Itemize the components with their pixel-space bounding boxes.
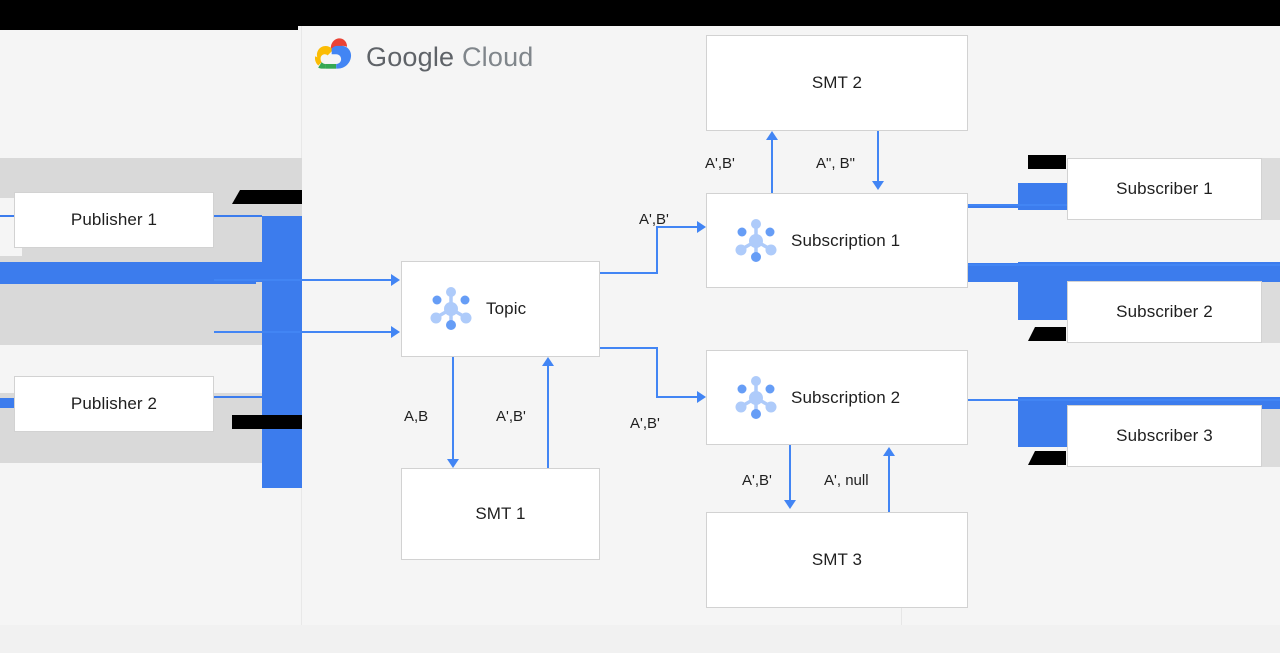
wire-sub1-to-subscriber2 <box>968 264 1280 266</box>
node-topic-label: Topic <box>486 299 527 318</box>
node-smt-2[interactable]: SMT 2 <box>706 35 968 131</box>
arrowhead-pub2-to-topic <box>391 326 400 338</box>
arrowhead-sub2-to-smt3 <box>784 500 796 509</box>
edge-label-topic-to-sub2: A',B' <box>630 415 660 432</box>
google-cloud-wordmark: Google Cloud <box>366 42 534 73</box>
wire-topic-to-sub2-v <box>656 347 658 397</box>
node-publisher-2-label: Publisher 2 <box>70 394 158 413</box>
glitch-blue-line-sub1 <box>968 204 1080 208</box>
wire-topic-to-sub2-h1 <box>600 347 658 349</box>
edge-label-topic-to-sub1: A',B' <box>639 211 669 228</box>
edge-label-smt3-to-sub2: A', null <box>824 472 869 489</box>
wire-topic-to-smt1 <box>452 356 454 461</box>
glitch-blue-line-pub1-bottom <box>0 282 256 284</box>
edge-label-sub1-to-smt2: A',B' <box>705 155 735 172</box>
glitch-black-bar-sub3 <box>1028 451 1066 465</box>
google-cloud-logo: Google Cloud <box>310 38 534 77</box>
node-smt-2-label: SMT 2 <box>811 73 863 92</box>
wire-topic-to-sub2-h2 <box>656 396 698 398</box>
wire-pub2-to-topic <box>214 331 392 333</box>
wire-sub2-to-subscriber3 <box>968 399 1280 401</box>
pubsub-hub-icon <box>422 280 480 338</box>
arrowhead-topic-to-smt1 <box>447 459 459 468</box>
arrowhead-sub1-to-smt2 <box>766 131 778 140</box>
glitch-grey-column-b <box>1262 281 1280 343</box>
wire-pub1-to-topic <box>214 279 392 281</box>
pubsub-hub-icon <box>727 369 785 427</box>
wire-topic-to-sub1-h1 <box>600 272 658 274</box>
arrowhead-smt2-to-sub1 <box>872 181 884 190</box>
edge-label-sub2-to-smt3: A',B' <box>742 472 772 489</box>
wire-topic-to-sub1-h2 <box>656 226 698 228</box>
node-smt-1[interactable]: SMT 1 <box>401 468 600 560</box>
wire-sub1-to-smt2 <box>771 139 773 193</box>
node-subscriber-1[interactable]: Subscriber 1 <box>1067 158 1262 220</box>
glitch-grey-column-c <box>1262 405 1280 467</box>
panel-divider-bottom <box>901 600 902 625</box>
glitch-blue-thick-pub1 <box>0 262 262 282</box>
node-smt-1-label: SMT 1 <box>475 504 526 523</box>
arrowhead-smt3-to-sub2 <box>883 447 895 456</box>
glitch-blue-block-sub3 <box>1018 397 1070 447</box>
glitch-black-bar-sub1 <box>1028 155 1066 169</box>
glitch-blue-block-pub2 <box>262 332 302 488</box>
bottom-band <box>0 625 1280 653</box>
node-subscriber-3-label: Subscriber 3 <box>1116 426 1213 445</box>
top-black-bar-step <box>0 0 298 30</box>
wire-smt1-to-topic <box>547 365 549 468</box>
google-cloud-logo-icon <box>310 38 352 77</box>
wordmark-google: Google <box>366 42 455 72</box>
glitch-black-bar-pub1 <box>232 190 302 204</box>
glitch-black-bar-pub2 <box>232 415 302 429</box>
wire-smt2-to-sub1 <box>877 131 879 183</box>
wire-smt3-to-sub2 <box>888 455 890 512</box>
glitch-black-bar-sub2 <box>1028 327 1066 341</box>
node-smt-3-label: SMT 3 <box>811 550 863 569</box>
wire-topic-to-sub1-v <box>656 227 658 274</box>
node-publisher-2[interactable]: Publisher 2 <box>14 376 214 432</box>
arrowhead-smt1-to-topic <box>542 357 554 366</box>
node-subscriber-2[interactable]: Subscriber 2 <box>1067 281 1262 343</box>
node-subscription-2[interactable]: Subscription 2 <box>706 350 968 445</box>
node-subscription-2-label: Subscription 2 <box>791 387 901 407</box>
node-subscriber-3[interactable]: Subscriber 3 <box>1067 405 1262 467</box>
wire-sub1-to-subscriber1 <box>968 204 1070 206</box>
wire-sub2-to-smt3 <box>789 445 791 502</box>
node-subscriber-2-label: Subscriber 2 <box>1116 302 1213 321</box>
node-subscription-1[interactable]: Subscription 1 <box>706 193 968 288</box>
wordmark-cloud: Cloud <box>461 42 534 72</box>
node-topic[interactable]: Topic <box>401 261 600 357</box>
arrowhead-pub1-to-topic <box>391 274 400 286</box>
node-publisher-1[interactable]: Publisher 1 <box>14 192 214 248</box>
edge-label-topic-to-smt1: A,B <box>404 408 429 425</box>
arrowhead-topic-to-sub2 <box>697 391 706 403</box>
node-smt-3[interactable]: SMT 3 <box>706 512 968 608</box>
node-subscription-1-label: Subscription 1 <box>791 230 901 250</box>
glitch-blue-bar-sub2 <box>968 263 1280 282</box>
arrowhead-topic-to-sub1 <box>697 221 706 233</box>
glitch-blue-line-pub2 <box>214 396 302 398</box>
pubsub-hub-icon <box>727 212 785 270</box>
glitch-grey-column-a <box>1262 158 1280 220</box>
edge-label-smt2-to-sub1: A", B" <box>816 155 855 172</box>
glitch-blue-stub-pub2 <box>0 398 14 408</box>
node-subscriber-1-label: Subscriber 1 <box>1116 179 1213 198</box>
edge-label-smt1-to-topic: A',B' <box>496 408 526 425</box>
node-publisher-1-label: Publisher 1 <box>70 210 158 229</box>
